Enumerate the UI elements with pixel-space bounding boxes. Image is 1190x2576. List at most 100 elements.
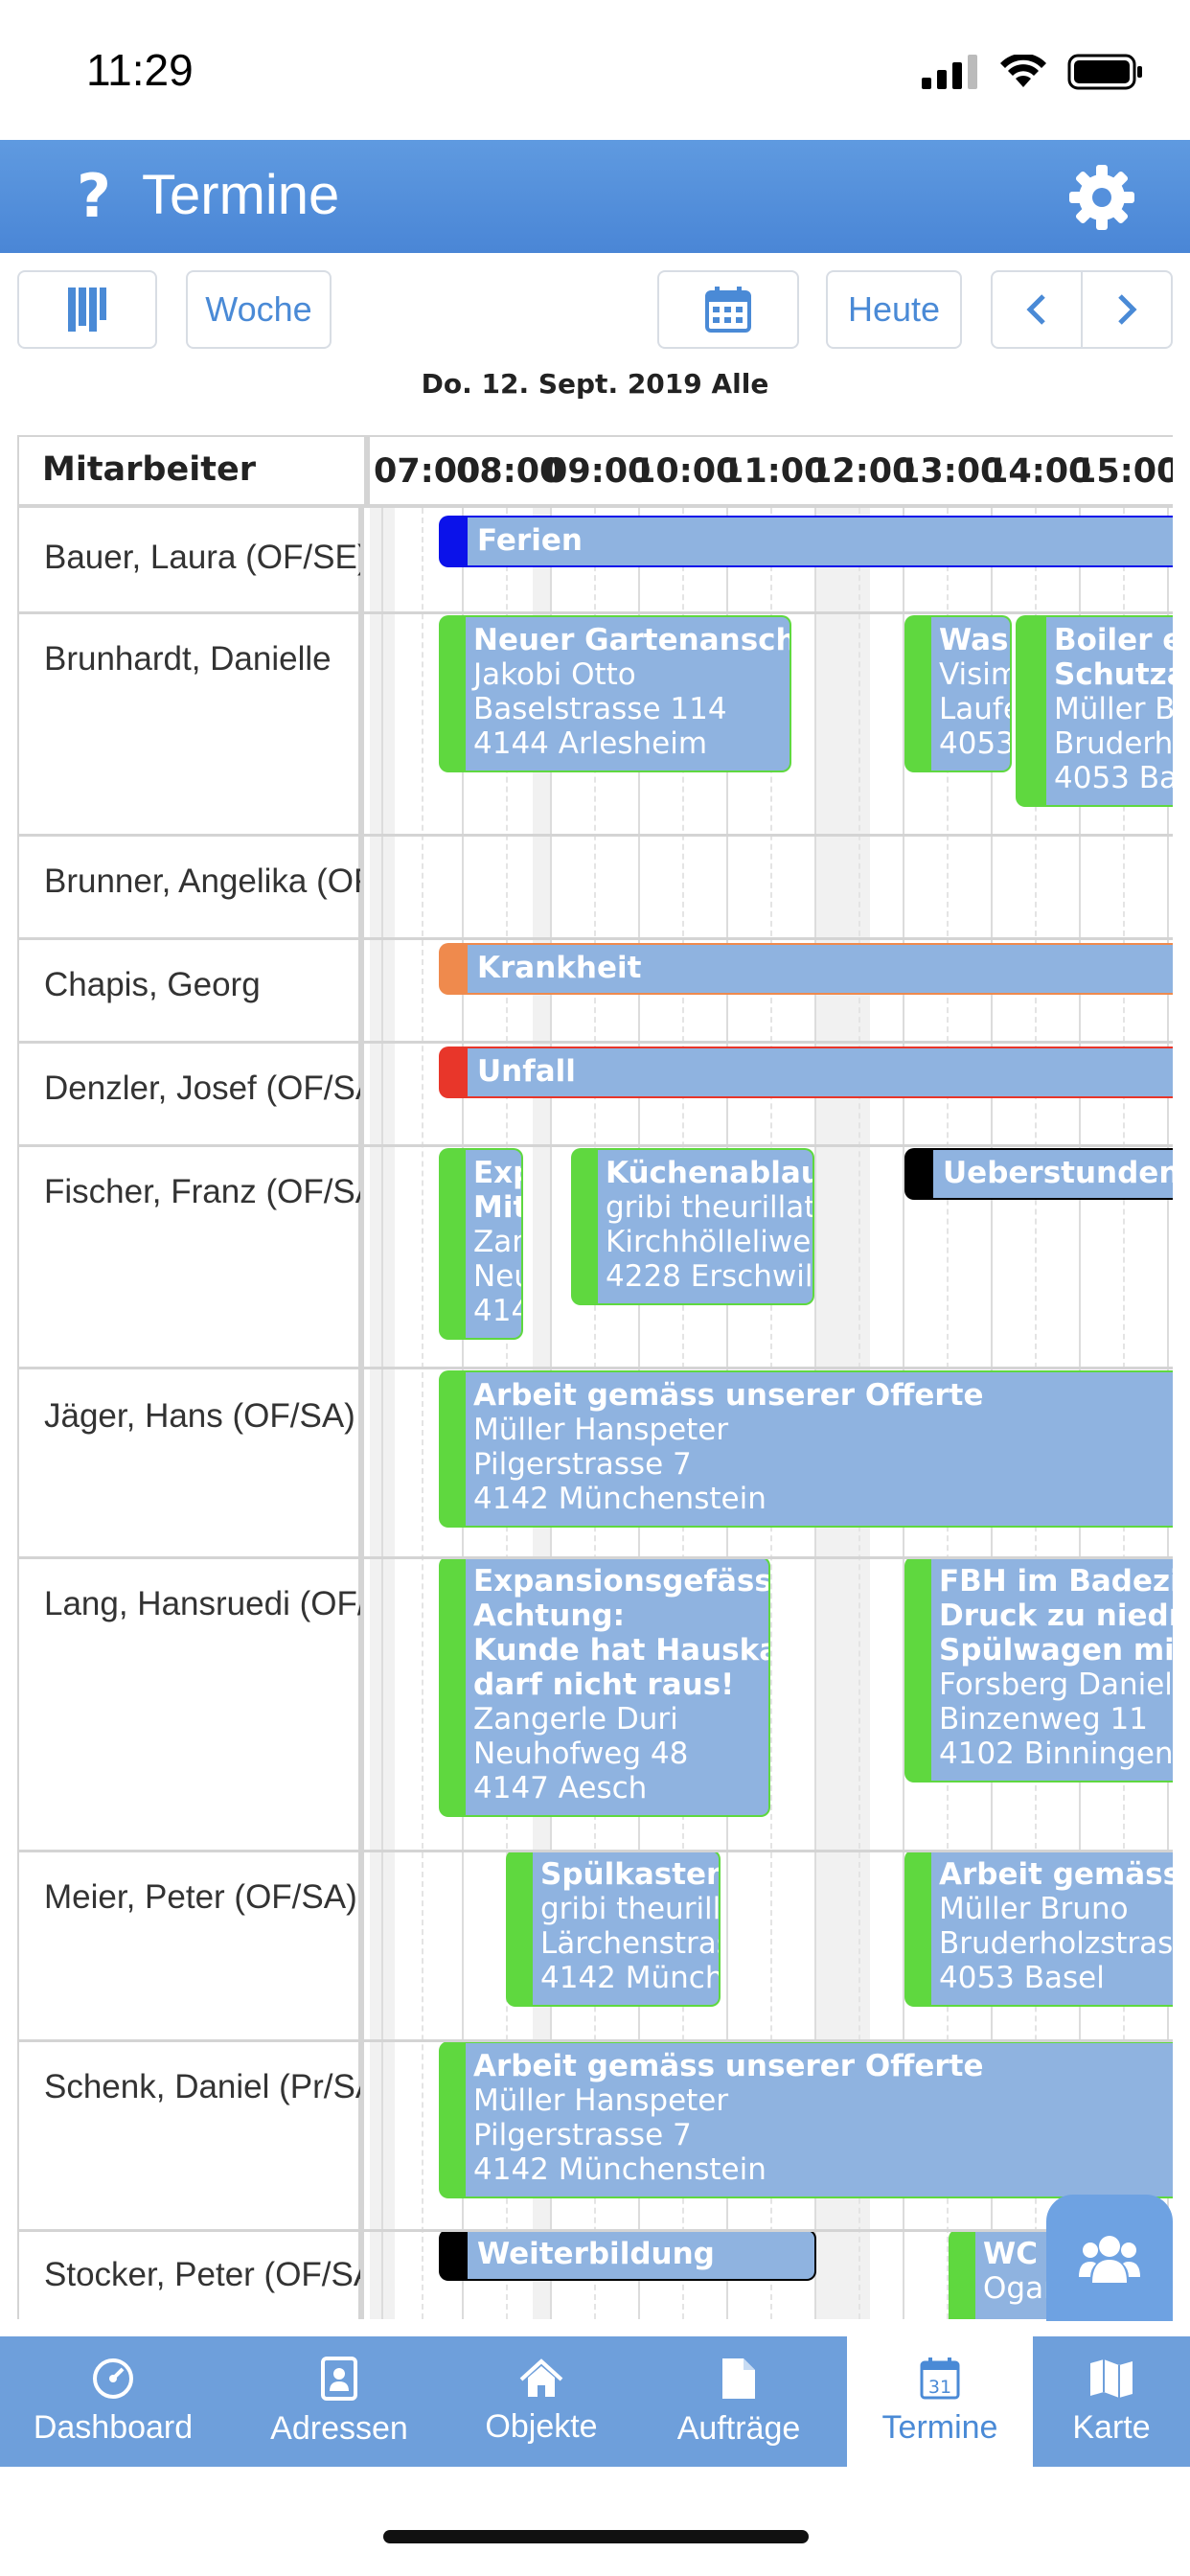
hour-label: 16:00: [1161, 452, 1173, 491]
appointment-line: darf nicht raus!: [473, 1668, 735, 1702]
appointment-card[interactable]: Arbeit gemäss unserer Offerte Müller Bru…: [904, 1850, 1173, 2007]
nav-buttons: [991, 270, 1173, 349]
appointment-line: Baselstrasse 114: [473, 692, 727, 726]
home-indicator: [383, 2530, 809, 2543]
appointment-card[interactable]: Spülkasten reparieren gribi theurillat A…: [506, 1850, 721, 2007]
appointment-title: FBH im Badezimmer: [939, 1564, 1173, 1598]
appointment-card[interactable]: Wasser Visim Laufe 4053: [904, 615, 1012, 772]
day-view-button[interactable]: [17, 270, 157, 349]
employee-name[interactable]: Jäger, Hans (OF/SA): [44, 1397, 355, 1435]
absence-bar-ferien[interactable]: Ferien: [439, 516, 1173, 567]
appointment-card[interactable]: Neuer Gartenanschluss Jakobi Otto Basels…: [439, 615, 791, 772]
columns-icon: [68, 288, 106, 332]
today-button[interactable]: Heute: [826, 270, 962, 349]
appointment-line: Lärchenstrasse: [540, 1926, 719, 1961]
battery-icon: [1067, 54, 1142, 90]
absence-bar-ueberstunden[interactable]: Ueberstundenabbau: [904, 1148, 1173, 1200]
calendar-icon: 31: [920, 2357, 960, 2399]
appointment-line: Neu: [473, 1259, 521, 1294]
employee-name[interactable]: Stocker, Peter (OF/SA): [44, 2256, 360, 2293]
status-icons: [922, 54, 1144, 90]
employee-name[interactable]: Brunner, Angelika (OF): [44, 862, 360, 900]
appointment-card[interactable]: FBH im Badezimmer Druck zu niedrig Spülw…: [904, 1556, 1173, 1782]
schedule-grid: Mitarbeiter 07:00 08:00 09:00 10:00 11:0…: [17, 435, 1173, 2319]
appointment-line: 4053 Basel: [939, 1961, 1105, 1995]
tab-label: Adressen: [270, 2409, 408, 2447]
tab-adressen[interactable]: Adressen: [226, 2336, 452, 2467]
employee-name[interactable]: Lang, Hansruedi (OF/SA): [44, 1585, 360, 1622]
employee-name[interactable]: Brunhardt, Danielle: [44, 640, 332, 678]
employee-name[interactable]: Bauer, Laura (OF/SE): [44, 539, 360, 576]
appointment-card[interactable]: Expansionsgefäss ersetzen Achtung: Kunde…: [439, 1556, 770, 1817]
help-icon[interactable]: ?: [77, 161, 111, 231]
appointment-card[interactable]: Küchenablauf gribi theurillat AG Kirchhö…: [571, 1148, 814, 1305]
map-icon: [1090, 2358, 1133, 2398]
appointment-line: Visim: [939, 657, 1012, 692]
calendar-button[interactable]: [657, 270, 799, 349]
appointment-line: Forsberg Daniela und: [939, 1668, 1173, 1702]
employee-name[interactable]: Chapis, Georg: [44, 966, 261, 1003]
status-time: 11:29: [86, 45, 194, 95]
app-header: ? Termine: [0, 140, 1190, 253]
appointment-line: 4147 Aesch: [473, 1771, 648, 1806]
appointment-line: Bruderholz: [1054, 726, 1173, 761]
tab-label: Aufträge: [676, 2409, 801, 2447]
row-divider: [19, 1556, 1173, 1559]
appointment-title: Expansionsgefäss ersetzen: [473, 1564, 770, 1598]
absence-bar-weiterbildung[interactable]: Weiterbildung: [439, 2229, 816, 2281]
hour-label: 09:00: [544, 452, 652, 491]
appointment-line: 4228 Erschwil: [606, 1259, 813, 1294]
appointment-line: gribi theurillat AG: [540, 1892, 721, 1926]
hour-label: 12:00: [809, 452, 916, 491]
gear-icon[interactable]: [1067, 163, 1136, 232]
absence-bar-unfall[interactable]: Unfall: [439, 1046, 1173, 1098]
time-area: Ferien Neuer Gartenanschluss Jakobi Otto…: [370, 508, 1173, 2319]
tab-dashboard[interactable]: Dashboard: [0, 2336, 226, 2467]
appointment-line: Schutzanode: [1054, 657, 1173, 692]
row-divider: [19, 1850, 1173, 1852]
appointment-card[interactable]: Exp Mit Zan Neu 414: [439, 1148, 523, 1340]
appointment-card[interactable]: Arbeit gemäss unserer Offerte Müller Han…: [439, 2041, 1173, 2198]
appointment-title: Küchenablauf: [606, 1156, 814, 1190]
row-divider: [19, 2039, 1173, 2042]
prev-button[interactable]: [993, 272, 1083, 347]
appointment-line: 4053 Basel: [1054, 761, 1173, 795]
row-divider: [19, 1144, 1173, 1147]
tab-termine[interactable]: 31 Termine: [847, 2336, 1033, 2467]
appointment-title: Neuer Gartenanschluss: [473, 623, 791, 657]
week-button[interactable]: Woche: [186, 270, 332, 349]
next-button[interactable]: [1083, 272, 1171, 347]
appointment-line: Mit: [473, 1190, 523, 1225]
tab-karte[interactable]: Karte: [1033, 2336, 1190, 2467]
hour-label: 08:00: [456, 452, 563, 491]
appointment-line: Binzenweg 11: [939, 1702, 1148, 1736]
tab-auftraege[interactable]: Aufträge: [630, 2336, 847, 2467]
hour-label: 15:00: [1073, 452, 1173, 491]
employees-fab[interactable]: [1046, 2195, 1173, 2321]
employee-name[interactable]: Denzler, Josef (OF/SA): [44, 1070, 360, 1107]
appointment-card[interactable]: Boiler entkalken Schutzanode Müller Brun…: [1016, 615, 1173, 807]
tab-objekte[interactable]: Objekte: [452, 2336, 630, 2467]
appointment-line: Laufe: [939, 692, 1010, 726]
appointment-title: Arbeit gemäss unserer Offerte: [939, 1857, 1173, 1892]
appointment-line: 414: [473, 1294, 521, 1328]
hour-label: 11:00: [721, 452, 828, 491]
employee-name[interactable]: Meier, Peter (OF/SA): [44, 1878, 357, 1916]
appointment-line: gribi theurillat AG: [606, 1190, 814, 1225]
absence-bar-krankheit[interactable]: Krankheit: [439, 943, 1173, 995]
status-bar: 11:29: [0, 0, 1190, 140]
appointment-line: 4144 Arlesheim: [473, 726, 708, 761]
appointment-line: 4053: [939, 726, 1012, 761]
appointment-line: 4142 Münchenstein: [473, 1482, 767, 1516]
appointment-line: 4142 Münchenstein: [540, 1961, 719, 1995]
hour-label: 14:00: [985, 452, 1092, 491]
appointment-line: Achtung:: [473, 1598, 625, 1633]
appointment-card[interactable]: Arbeit gemäss unserer Offerte Müller Han…: [439, 1370, 1173, 1528]
column-header: Mitarbeiter 07:00 08:00 09:00 10:00 11:0…: [19, 437, 1173, 508]
employee-name[interactable]: Fischer, Franz (OF/SA): [44, 1173, 360, 1210]
tab-label: Termine: [881, 2408, 998, 2446]
appointment-line: Kirchhölleliweg: [606, 1225, 814, 1259]
employee-name[interactable]: Schenk, Daniel (Pr/SA): [44, 2068, 360, 2105]
appointment-line: Jakobi Otto: [473, 657, 636, 692]
row-divider: [19, 937, 1173, 940]
